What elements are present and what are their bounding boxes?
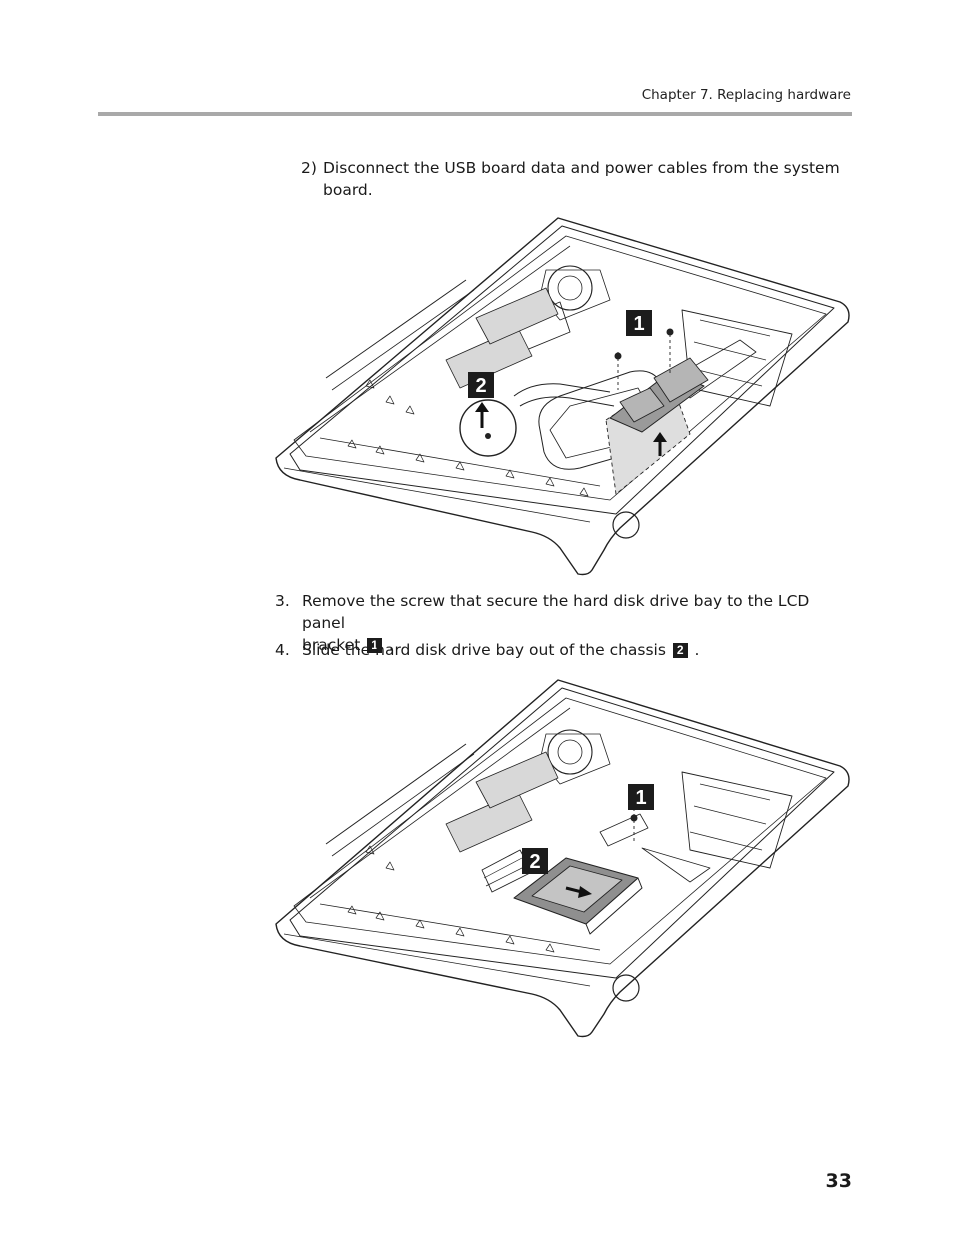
header-rule [98,112,852,116]
callout-2-box [522,848,548,874]
step-3-badge: 1 [367,638,382,653]
step-3-tail: . [388,636,394,654]
page-number: 33 [825,1170,852,1192]
callout-1-box [628,784,654,810]
callout-1-box [626,310,652,336]
step-4-text: Slide the hard disk drive bay out of the… [302,641,666,659]
callout-1: 1 [633,313,644,335]
step-3-line-2-text: bracket [302,636,361,654]
step-4: 4. Slide the hard disk drive bay out of … [275,639,855,661]
step-2: 2) Disconnect the USB board data and pow… [301,157,861,201]
running-header: Chapter 7. Replacing hardware [641,87,851,103]
step-3-line-1: Remove the screw that secure the hard di… [302,592,810,632]
callout-2-box [468,372,494,398]
step-3-number: 3. [275,592,290,610]
step-2-line-2: board. [323,181,373,199]
step-3: 3. Remove the screw that secure the hard… [275,590,855,656]
step-2-number: 2) [301,159,317,177]
step-4-badge: 2 [672,643,688,658]
step-4-tail: . [694,641,700,659]
figure-hard-disk-drive-bay: 1 2 [275,679,850,1038]
step-3-line-2: bracket 1 . [302,634,855,656]
step-4-number: 4. [275,641,290,659]
callout-2: 2 [529,851,540,873]
callout-2: 2 [475,375,486,397]
callout-1: 1 [635,787,646,809]
figure-usb-board-cables: 1 2 [275,217,850,576]
step-2-line-1: Disconnect the USB board data and power … [323,159,840,177]
